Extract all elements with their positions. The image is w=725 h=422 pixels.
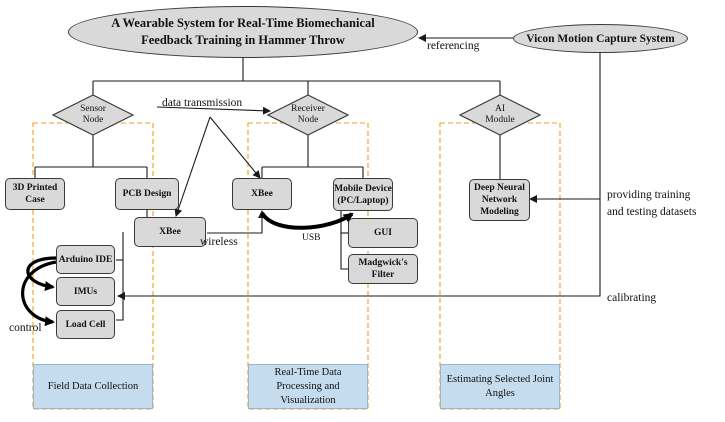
load-cell-box: Load Cell [56, 310, 115, 339]
calibrating-label: calibrating [607, 292, 657, 304]
control-label: control [9, 322, 42, 334]
printed-case-box: 3D Printed Case [5, 178, 65, 210]
usb-arrow [260, 211, 354, 230]
receiver-diamond [266, 94, 350, 136]
control-arrow-1 [26, 256, 57, 291]
calibrating-arrow [117, 199, 601, 300]
wireless-link [207, 210, 266, 234]
field-data-caption: Field Data Collection [33, 364, 153, 409]
transmission-to-xbee-sender [174, 116, 211, 217]
xbee-receiver-box: XBee [232, 178, 292, 210]
ai-diamond [458, 94, 542, 136]
wireless-label: wireless [200, 236, 238, 248]
transmission-to-receiver [156, 106, 271, 115]
gui-box: GUI [348, 218, 418, 248]
estimating-caption: Estimating Selected Joint Angles [440, 364, 560, 409]
arduino-ide-box: Arduino IDE [56, 245, 115, 274]
title-ellipse: A Wearable System for Real-Time Biomecha… [68, 6, 418, 58]
imus-box: IMUs [56, 277, 115, 306]
vicon-ellipse: Vicon Motion Capture System [513, 24, 688, 53]
control-arrow-2 [21, 260, 57, 327]
madgwick-filter-box: Madgwick's Filter [348, 254, 418, 284]
sensor-diamond [51, 94, 135, 136]
referencing-label: referencing [427, 40, 480, 52]
providing-arrow [529, 51, 601, 203]
realtime-caption: Real-Time Data Processing and Visualizat… [248, 364, 368, 409]
data-transmission-label: data transmission [162, 97, 243, 109]
dnn-modeling-box: Deep Neural Network Modeling [469, 179, 530, 221]
transmission-to-xbee-receiver [209, 116, 261, 179]
sensor-node-label: Sensor Node [80, 104, 106, 125]
xbee-sender-box: XBee [134, 217, 206, 247]
mobile-device-box: Mobile Device (PC/Laptop) [333, 178, 393, 211]
receiver-node-label: Receiver Node [291, 104, 325, 125]
ai-module-label: AI Module [485, 104, 515, 125]
providing-label: providing training and testing datasets [607, 189, 697, 218]
pcb-design-box: PCB Design [115, 178, 179, 210]
usb-label: USB [302, 233, 321, 243]
